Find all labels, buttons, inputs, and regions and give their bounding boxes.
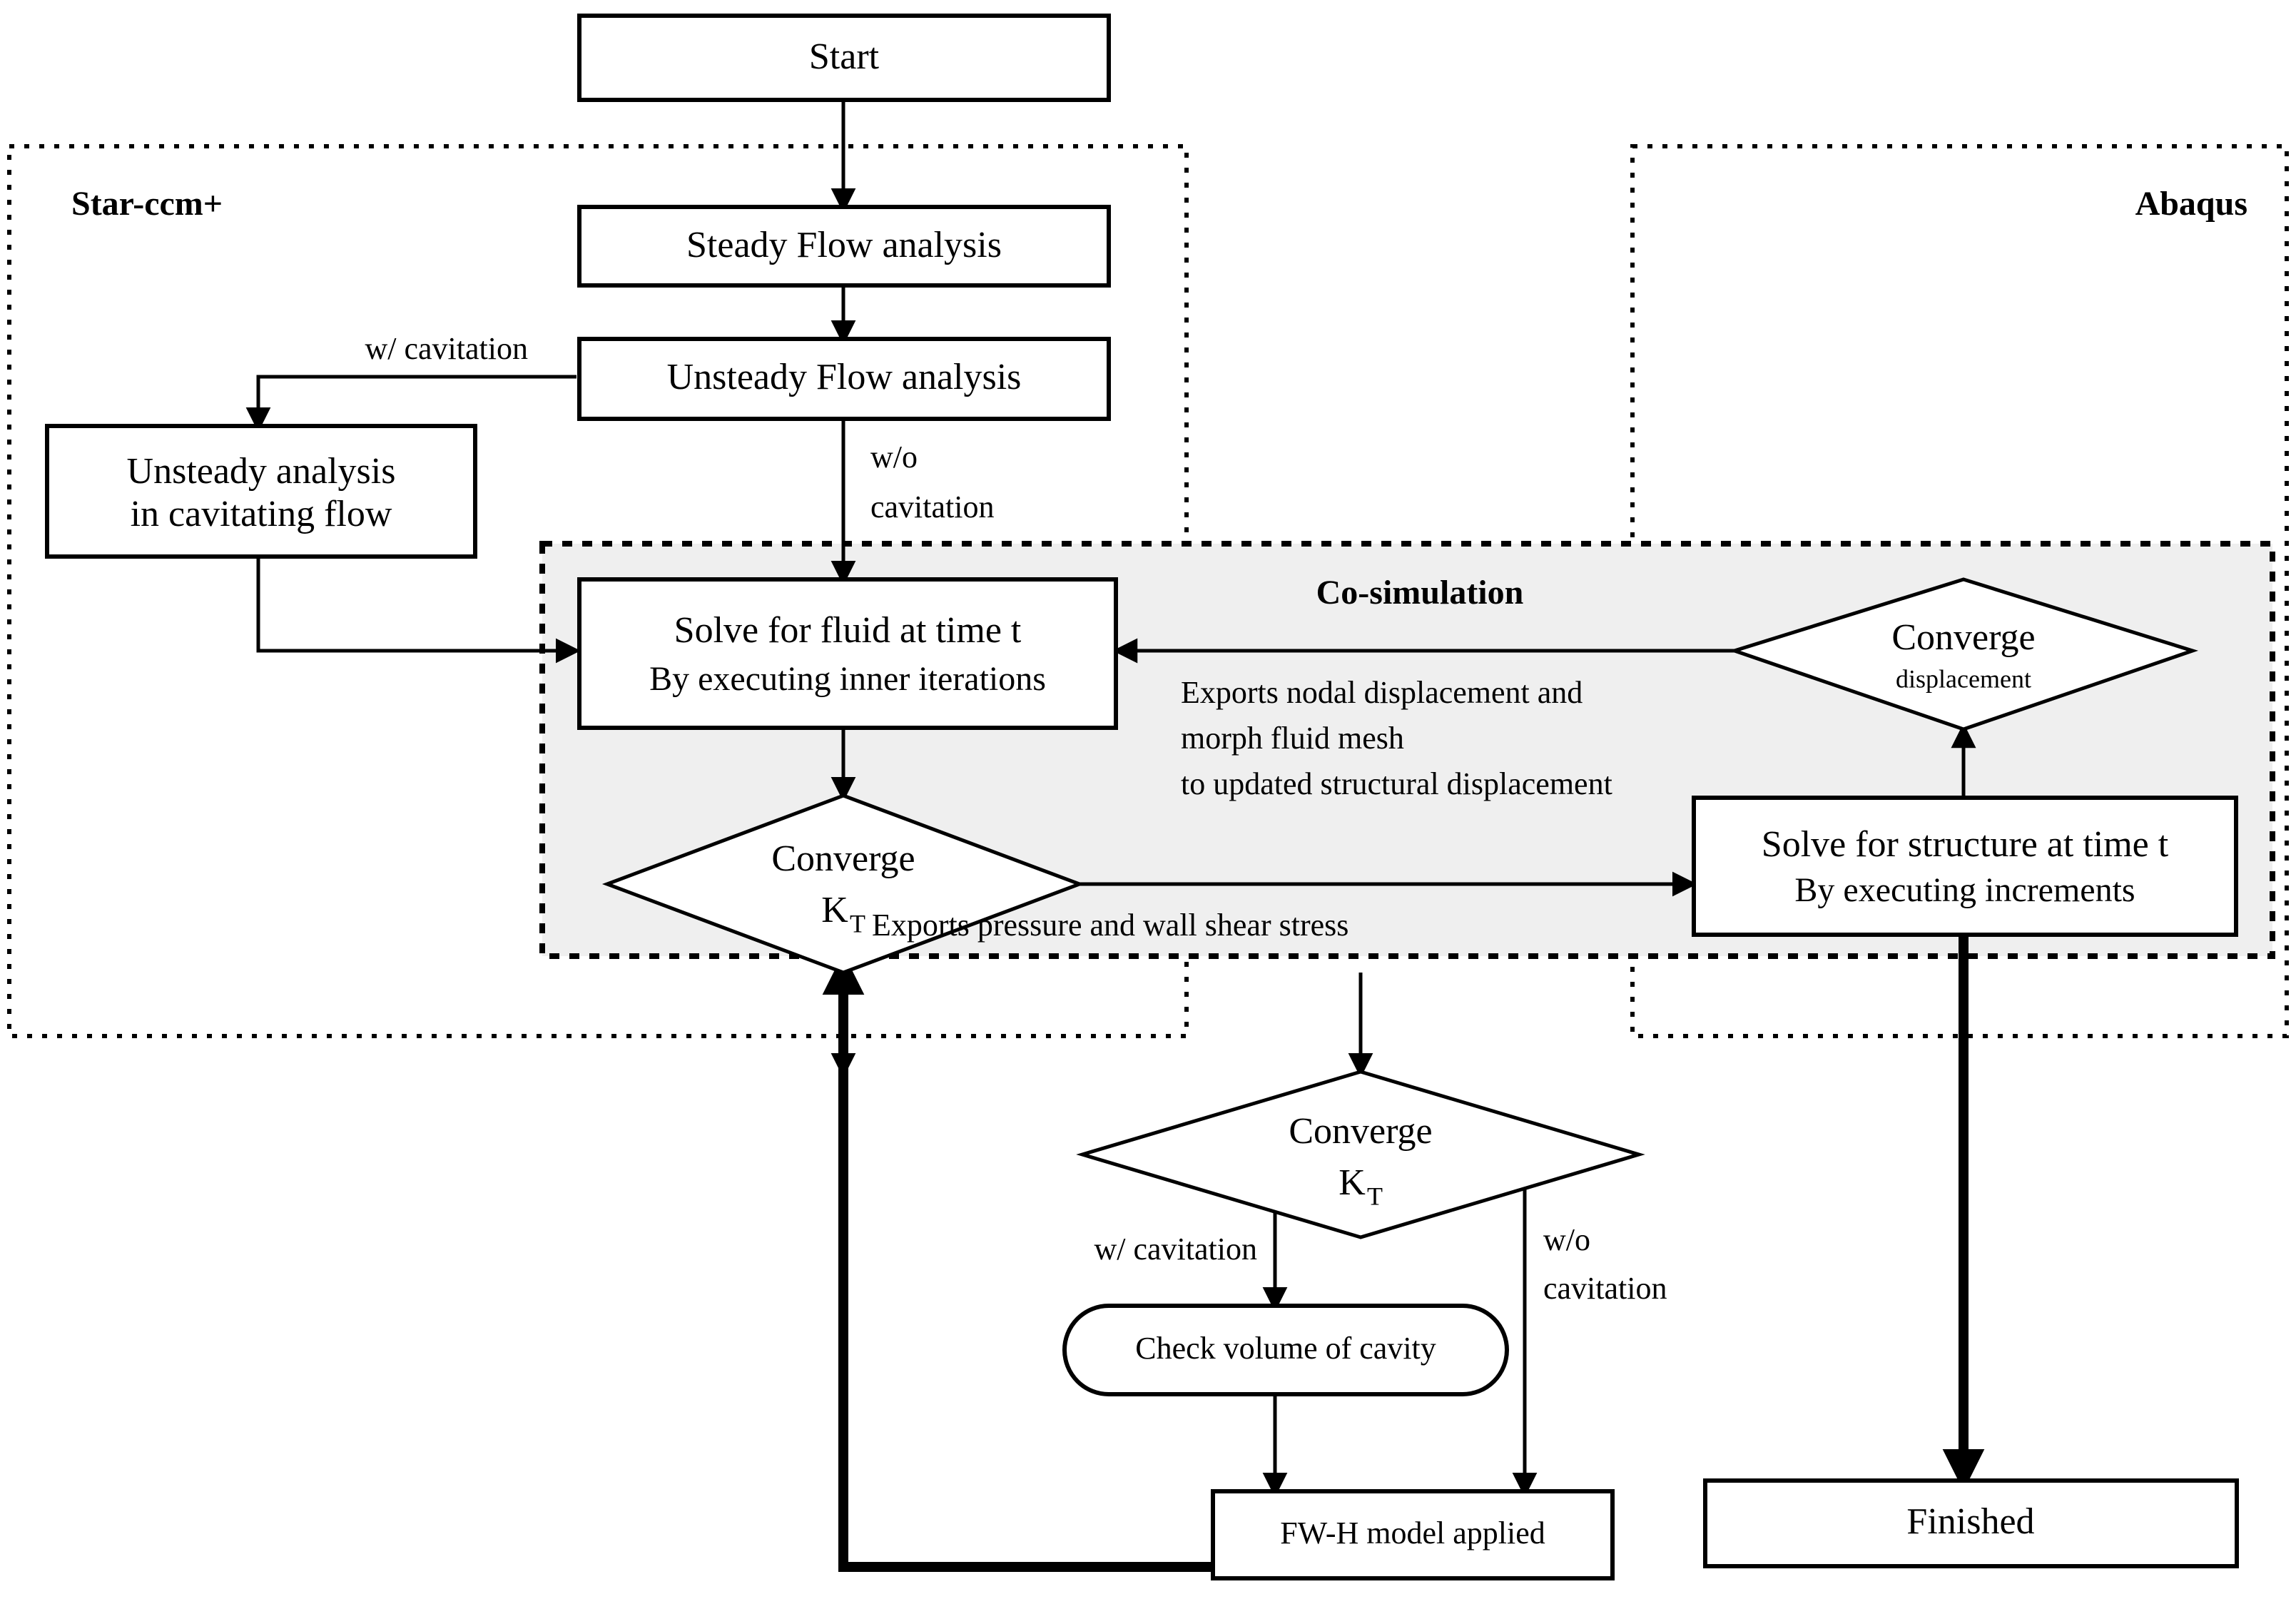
node-converge-kt-upper-subscript: T [850, 909, 865, 938]
node-converge-kt-lower-line2: K T [1339, 1162, 1383, 1210]
node-steady-flow-analysis[interactable]: Steady Flow analysis [577, 205, 1111, 288]
edge-label-wo-cavitation-bottom-line2: cavitation [1543, 1271, 1667, 1306]
node-converge-kt-lower-subscript: T [1367, 1182, 1383, 1210]
node-check-cavity-label: Check volume of cavity [1135, 1331, 1436, 1366]
node-finished-label: Finished [1906, 1501, 2034, 1542]
node-start[interactable]: Start [577, 14, 1111, 102]
node-converge-kt-upper[interactable]: Converge K T [601, 793, 1085, 975]
node-finished[interactable]: Finished [1703, 1478, 2239, 1568]
edge-label-wo-cavitation-top-line1: w/o [870, 440, 918, 474]
node-fwh-model-applied[interactable]: FW-H model applied [1211, 1489, 1615, 1580]
node-converge-kt-upper-line1: Converge [771, 838, 915, 879]
edge-label-wo-cavitation-top-line2: cavitation [870, 489, 995, 524]
node-solve-fluid-line2: By executing inner iterations [649, 660, 1046, 698]
node-fwh-label: FW-H model applied [1280, 1516, 1545, 1551]
node-converge-kt-lower-symbol: K [1339, 1162, 1366, 1203]
group-label-starccm: Star-ccm+ [71, 185, 223, 223]
edge-label-w-cavitation-bottom: w/ cavitation [1094, 1232, 1258, 1267]
node-converge-displacement[interactable]: Converge displacement [1728, 577, 2199, 731]
edge-label-wo-cavitation-bottom-line1: w/o [1543, 1222, 1590, 1257]
node-converge-disp-line2: displacement [1896, 664, 2031, 693]
edge-label-exports-displacement-line3: to updated structural displacement [1181, 766, 1612, 801]
node-check-volume-of-cavity[interactable]: Check volume of cavity [1062, 1304, 1509, 1396]
edge-unsteady-to-cavitating [245, 375, 576, 432]
node-solve-structure-line1: Solve for structure at time t [1762, 824, 2169, 865]
node-solve-for-structure[interactable]: Solve for structure at time t By executi… [1692, 796, 2238, 937]
edge-fwh-feedback-to-converge-kt1 [822, 953, 1213, 1572]
node-cavitating-label-line1: Unsteady analysis [127, 451, 396, 492]
node-converge-kt-lower-line1: Converge [1289, 1111, 1432, 1152]
edge-label-exports-displacement-line1: Exports nodal displacement and [1181, 675, 1583, 710]
node-converge-kt-upper-symbol: K [821, 890, 848, 930]
node-solve-fluid-line1: Solve for fluid at time t [674, 610, 1022, 651]
node-unsteady-flow-analysis[interactable]: Unsteady Flow analysis [577, 337, 1111, 421]
edge-label-exports-pressure: Exports pressure and wall shear stress [872, 908, 1348, 943]
node-solve-structure-line2: By executing increments [1794, 871, 2135, 909]
node-cavitating-label-line2: in cavitating flow [131, 494, 392, 534]
group-label-abaqus: Abaqus [2135, 185, 2247, 223]
node-unsteady-label: Unsteady Flow analysis [667, 357, 1022, 397]
group-label-cosimulation: Co-simulation [1316, 574, 1524, 611]
node-converge-disp-line1: Converge [1891, 617, 2035, 658]
node-unsteady-cavitating-flow[interactable]: Unsteady analysis in cavitating flow [45, 424, 477, 559]
node-steady-label: Steady Flow analysis [686, 225, 1002, 265]
node-converge-kt-lower[interactable]: Converge K T [1076, 1070, 1645, 1239]
node-converge-kt-upper-line2: K T [821, 890, 865, 938]
edge-cavitating-to-solve-fluid [256, 557, 581, 664]
node-solve-for-fluid[interactable]: Solve for fluid at time t By executing i… [577, 577, 1118, 730]
edge-label-w-cavitation-top: w/ cavitation [365, 331, 529, 366]
edge-label-exports-displacement-line2: morph fluid mesh [1181, 721, 1404, 756]
node-start-label: Start [809, 36, 880, 77]
